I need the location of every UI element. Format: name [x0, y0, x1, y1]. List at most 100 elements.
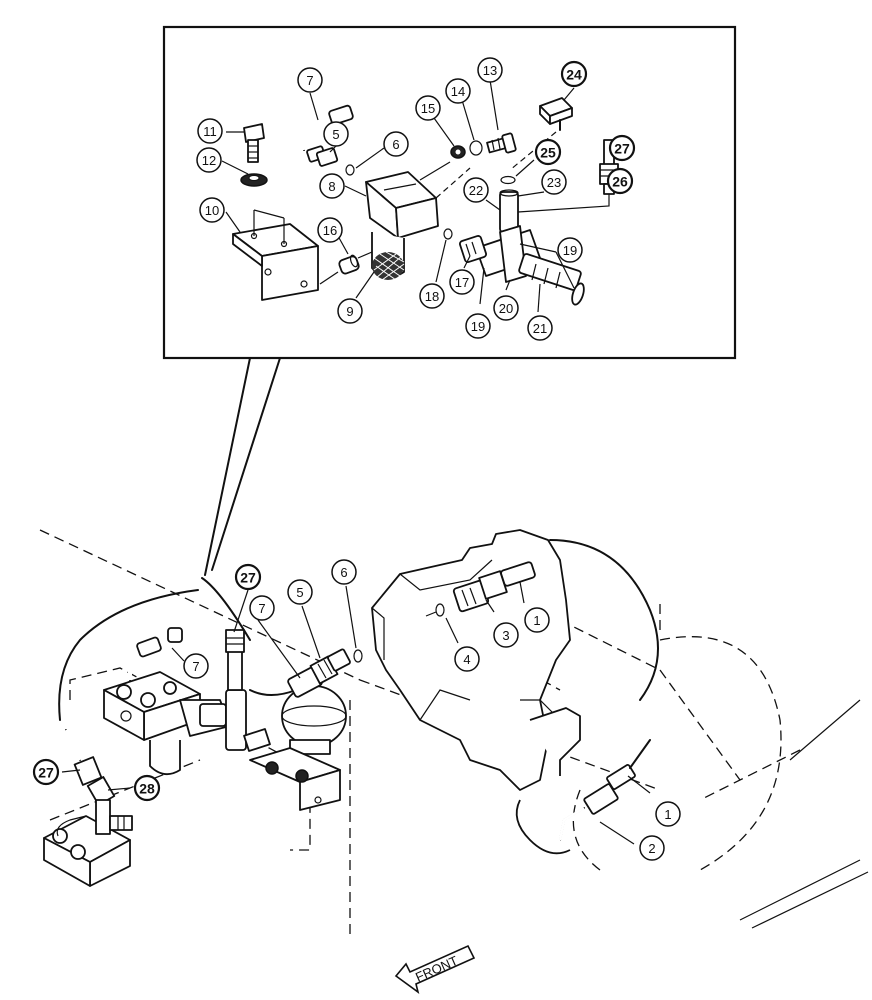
callout-circle [454, 646, 480, 672]
callout-number: 19 [563, 243, 577, 258]
callout-25: 25 [534, 138, 562, 166]
callout-4: 4 [454, 646, 480, 672]
callout-20: 20 [493, 295, 519, 321]
callout-2: 2 [639, 835, 665, 861]
callout-circle [199, 197, 225, 223]
callout-6: 6 [331, 559, 357, 585]
callout-number: 8 [328, 179, 335, 194]
callout-17: 17 [449, 269, 475, 295]
callout-circle [197, 118, 223, 144]
callout-12: 12 [196, 147, 222, 173]
callout-10: 10 [199, 197, 225, 223]
callout-number: 4 [463, 652, 470, 667]
filter-element-part [371, 232, 405, 281]
callout-number: 19 [471, 319, 485, 334]
callout-circle [419, 283, 445, 309]
o-ring-small-part [500, 175, 516, 185]
hose-7-right [249, 648, 351, 698]
callout-number: 10 [205, 203, 219, 218]
callout-number: 26 [612, 174, 628, 190]
callout-circle [445, 78, 471, 104]
callout-circle [317, 217, 343, 243]
callout-number: 24 [566, 67, 582, 83]
callout-circle [234, 563, 262, 591]
callout-circle [524, 607, 550, 633]
callout-7: 7 [183, 653, 209, 679]
o-ring-6-main [353, 649, 363, 663]
callout-circle [319, 173, 345, 199]
elbow-hose-part [301, 104, 354, 167]
callout-circle [383, 131, 409, 157]
callout-18: 18 [419, 283, 445, 309]
callout-1: 1 [524, 607, 550, 633]
callout-number: 7 [306, 73, 313, 88]
callout-number: 22 [469, 183, 483, 198]
callout-6: 6 [383, 131, 409, 157]
callout-number: 11 [203, 124, 217, 139]
detail-inset [162, 25, 737, 576]
callout-circle [465, 313, 491, 339]
callout-circle [297, 67, 323, 93]
callout-1: 1 [655, 801, 681, 827]
callout-circle [196, 147, 222, 173]
callout-circle [449, 269, 475, 295]
hose-7-left [128, 627, 183, 681]
callout-circle [527, 315, 553, 341]
callout-number: 13 [483, 63, 497, 78]
callout-circle [534, 138, 562, 166]
callout-number: 14 [451, 84, 465, 99]
main-assembly-view: FRONT [39, 529, 869, 994]
callout-number: 20 [499, 301, 513, 316]
callout-circle [337, 298, 363, 324]
callout-circle [639, 835, 665, 861]
callout-14: 14 [445, 78, 471, 104]
callout-21: 21 [527, 315, 553, 341]
callout-number: 2 [648, 841, 655, 856]
callout-circle [477, 57, 503, 83]
callout-number: 5 [296, 585, 303, 600]
callout-circle [560, 60, 588, 88]
filter-head-part [365, 171, 439, 239]
callout-number: 27 [614, 141, 630, 157]
pump-o-ring-part [435, 603, 445, 617]
callout-22: 22 [463, 177, 489, 203]
pump-fitting-part [452, 561, 536, 613]
callout-23: 23 [541, 169, 567, 195]
callout-27: 27 [32, 758, 60, 786]
callout-number: 15 [421, 101, 435, 116]
callout-5: 5 [287, 579, 313, 605]
callout-number: 17 [455, 275, 469, 290]
callout-circle [183, 653, 209, 679]
callout-19: 19 [557, 237, 583, 263]
callout-circle [287, 579, 313, 605]
callout-circle [133, 774, 161, 802]
callout-circle [608, 134, 636, 162]
callout-number: 28 [139, 781, 155, 797]
callout-number: 1 [533, 613, 540, 628]
callout-number: 3 [502, 628, 509, 643]
callout-3: 3 [493, 622, 519, 648]
callout-circle [541, 169, 567, 195]
callout-circle [415, 95, 441, 121]
callout-15: 15 [415, 95, 441, 121]
callout-circle [655, 801, 681, 827]
callout-number: 25 [540, 145, 556, 161]
callout-number: 23 [547, 175, 561, 190]
o-ring-18-part [443, 228, 453, 240]
callout-5: 5 [323, 121, 349, 147]
callout-circle [557, 237, 583, 263]
callout-number: 7 [192, 659, 199, 674]
callout-19: 19 [465, 313, 491, 339]
bolt-part [243, 123, 265, 163]
callout-27: 27 [234, 563, 262, 591]
callout-number: 7 [258, 601, 265, 616]
callout-number: 27 [240, 570, 256, 586]
main-leader-lines [61, 581, 651, 845]
detail-leader-lines [221, 79, 621, 313]
callout-number: 6 [392, 137, 399, 152]
front-label: FRONT [413, 953, 460, 985]
accumulator-part [281, 685, 347, 755]
callout-13: 13 [477, 57, 503, 83]
